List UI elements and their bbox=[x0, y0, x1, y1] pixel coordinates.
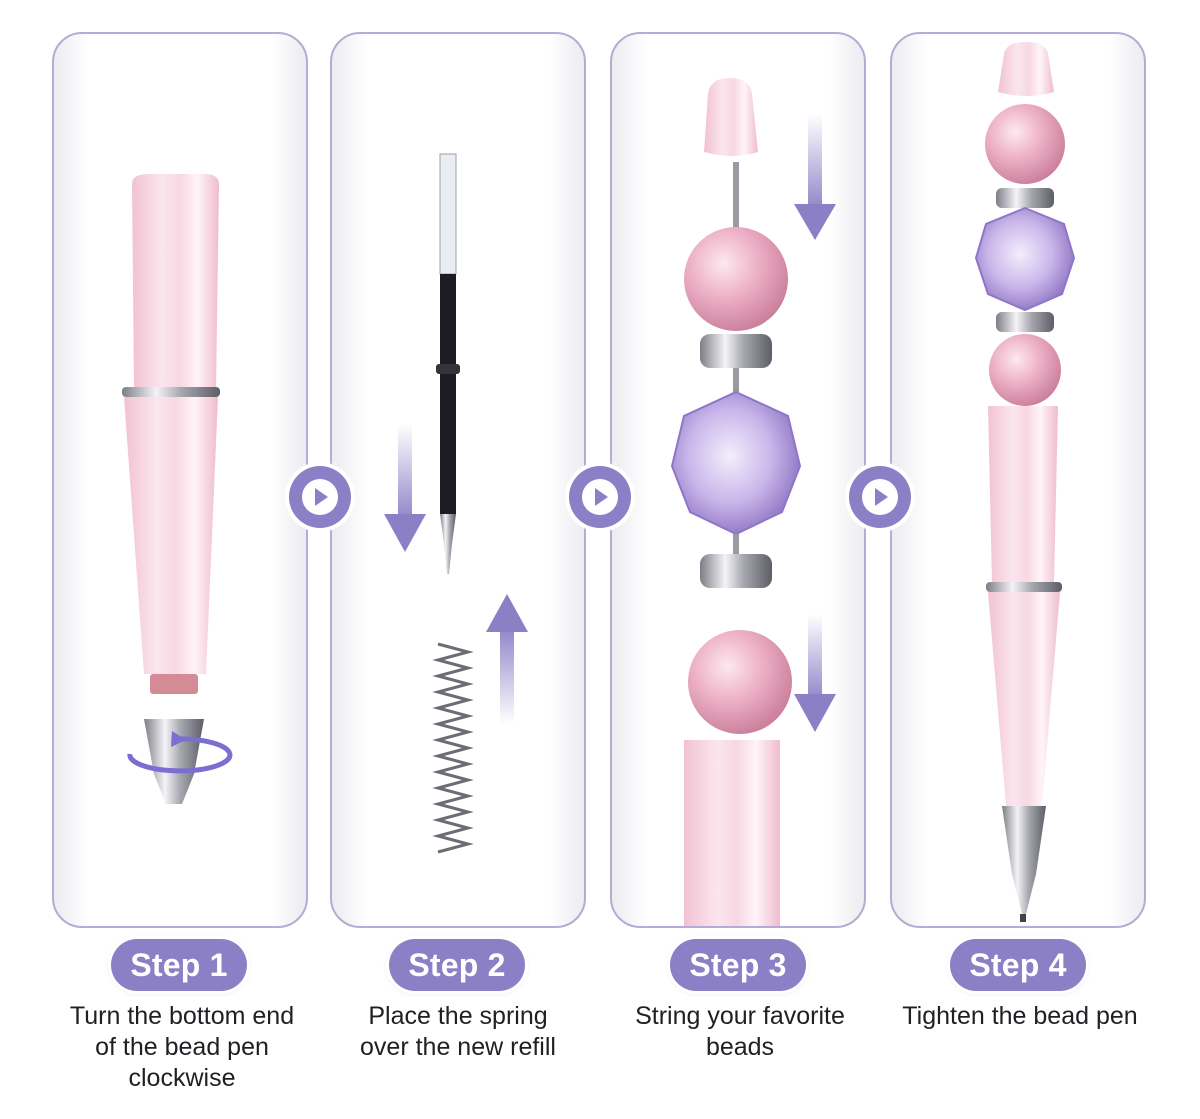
play-arrow-icon bbox=[862, 479, 898, 515]
play-arrow-icon bbox=[302, 479, 338, 515]
refill bbox=[440, 514, 456, 574]
metal-ring bbox=[122, 387, 220, 397]
step-2-illustration bbox=[384, 153, 528, 854]
crystal-bead bbox=[670, 390, 802, 536]
step-2-badge: Step 2 bbox=[389, 939, 525, 991]
pen-barrel bbox=[684, 740, 780, 926]
step-3-badge: Step 3 bbox=[670, 939, 806, 991]
next-step-connector bbox=[289, 466, 351, 528]
pen-cap bbox=[704, 78, 758, 156]
step-1-illustration bbox=[122, 174, 233, 804]
step-1-panel bbox=[52, 32, 308, 928]
step-2-panel bbox=[330, 32, 586, 928]
down-arrow-icon bbox=[794, 614, 836, 732]
spring bbox=[432, 642, 474, 854]
next-step-connector bbox=[849, 466, 911, 528]
down-arrow-icon bbox=[384, 424, 426, 552]
step-3-illustration bbox=[670, 78, 836, 926]
play-arrow-icon bbox=[582, 479, 618, 515]
step-4-panel bbox=[890, 32, 1146, 928]
step-4-caption: Tighten the bead pen bbox=[902, 1002, 1138, 1030]
up-arrow-icon bbox=[486, 594, 528, 724]
pen-tip bbox=[144, 719, 204, 804]
step-1-caption: Turn the bottom end of the bead pen cloc… bbox=[69, 1002, 295, 1092]
step-2-caption: Place the spring over the new refill bbox=[360, 1002, 556, 1061]
next-step-connector bbox=[569, 466, 631, 528]
step-4-illustration bbox=[974, 42, 1076, 922]
rhinestone-spacer bbox=[700, 554, 772, 588]
rhinestone-spacer bbox=[700, 334, 772, 368]
rotate-icon bbox=[127, 731, 233, 774]
pearl-bead bbox=[684, 227, 788, 331]
pearl-bead bbox=[688, 630, 792, 734]
step-3-panel bbox=[610, 32, 866, 928]
down-arrow-icon bbox=[794, 114, 836, 240]
thread bbox=[150, 674, 198, 694]
step-4-badge: Step 4 bbox=[950, 939, 1086, 991]
step-3-caption: String your favorite beads bbox=[635, 1002, 845, 1061]
step-1-badge: Step 1 bbox=[111, 939, 247, 991]
